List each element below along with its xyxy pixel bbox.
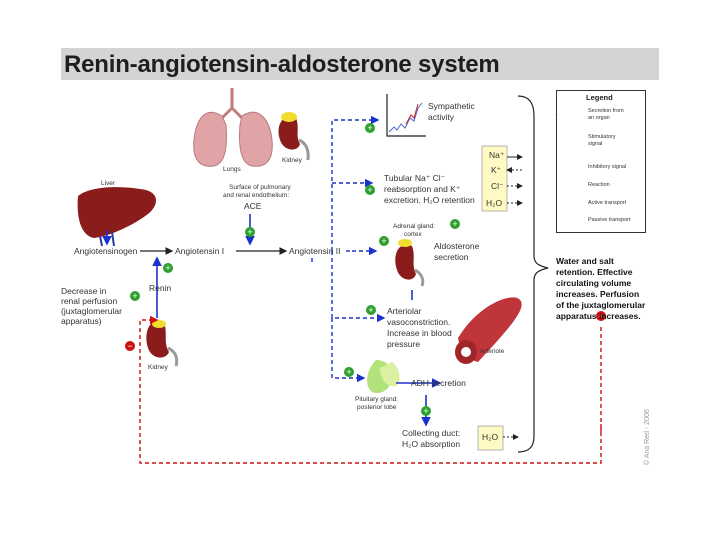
ion-box-collecting <box>477 425 519 451</box>
kidney-top-label: Kidney <box>282 157 302 164</box>
arteriole-label: Arteriole <box>480 348 505 355</box>
adrenal-label-1: Adrenal gland: <box>393 223 435 230</box>
aldosterone-label-2: secretion <box>434 252 469 262</box>
svg-text:+: + <box>132 291 137 301</box>
decrease-label-3: (juxtaglomerular <box>61 306 122 316</box>
legend-passive: Passive transport <box>588 217 631 223</box>
outcome-line-2: retention. Effective <box>556 267 633 277</box>
response-brace <box>517 95 549 453</box>
svg-text:+: + <box>346 367 351 377</box>
copyright-text: © Ana Red - 2006 <box>644 409 651 465</box>
angiotensin-1-label: Angiotensin I <box>175 246 225 256</box>
svg-text:+: + <box>367 123 372 133</box>
cl-ion-label: Cl⁻ <box>491 181 504 191</box>
outcome-line-5: of the juxtaglomerular <box>556 300 646 310</box>
svg-text:+: + <box>452 219 457 229</box>
svg-text:+: + <box>367 185 372 195</box>
arteriolar-label-3: Increase in blood <box>387 328 452 338</box>
svg-text:−: − <box>127 341 132 351</box>
legend-reaction: Reaction <box>588 182 610 188</box>
kidney-top-illustration <box>278 112 310 161</box>
tubular-label-1: Tubular Na⁺ Cl⁻ <box>384 173 446 183</box>
svg-text:+: + <box>368 305 373 315</box>
tubular-label-2: reabsorption and K⁺ <box>384 184 461 194</box>
stimulatory-plus-signs: + + + + + + + + + + <box>130 123 460 416</box>
arteriole-illustration <box>455 297 522 364</box>
svg-text:+: + <box>423 406 428 416</box>
legend-box <box>556 90 646 233</box>
adrenal-kidney-illustration <box>395 239 425 287</box>
legend-secretion-2: an organ <box>588 115 610 121</box>
arteriolar-label-1: Arteriolar <box>387 306 422 316</box>
surface-label-1: Surface of pulmonary <box>229 184 291 191</box>
svg-text:+: + <box>165 263 170 273</box>
outcome-line-3: circulating volume <box>556 278 632 288</box>
tubular-label-3: excretion. H₂O retention <box>384 195 475 205</box>
lungs-illustration <box>193 88 273 167</box>
angiotensinogen-label: Angiotensinogen <box>74 246 138 256</box>
sympathetic-graph <box>386 94 426 137</box>
collecting-label-2: H₂O absorption <box>402 439 461 449</box>
aldosterone-label-1: Aldosterone <box>434 241 480 251</box>
sympathetic-label-2: activity <box>428 112 454 122</box>
stimulatory-signals <box>311 115 386 383</box>
legend-stimulatory-2: signal <box>588 141 603 147</box>
svg-text:+: + <box>381 236 386 246</box>
svg-text:−: − <box>598 311 603 321</box>
ace-label: ACE <box>244 201 262 211</box>
liver-illustration <box>77 187 156 247</box>
collecting-label-1: Collecting duct: <box>402 428 461 438</box>
k-ion-label: K⁺ <box>491 165 502 175</box>
inhibitory-minus-signs: − − <box>125 311 606 351</box>
page-title: Renin-angiotensin-aldosterone system <box>64 51 500 78</box>
arteriolar-label-4: pressure <box>387 339 421 349</box>
legend-secretion-1: Secretion from <box>588 108 624 114</box>
negative-feedback-loop <box>139 315 602 464</box>
angiotensin-2-label: Angiotensin II <box>289 246 341 256</box>
outcome-line-6: apparatus increases. <box>556 311 641 321</box>
pituitary-illustration <box>367 360 400 394</box>
decrease-label-2: renal perfusion <box>61 296 118 306</box>
sympathetic-label-1: Sympathetic <box>428 101 475 111</box>
legend-stimulatory-1: Stimulatory <box>588 134 616 140</box>
legend-title: Legend <box>586 93 613 102</box>
lungs-label: Lungs <box>223 166 241 173</box>
surface-label-2: and renal endothelium: <box>223 192 290 199</box>
svg-text:+: + <box>247 227 252 237</box>
kidney-bottom-illustration <box>146 320 179 367</box>
pituitary-label-2: posterior lobe <box>357 404 397 411</box>
h2o-collecting-label: H₂O <box>482 432 499 442</box>
h2o-ion-label: H₂O <box>486 198 503 208</box>
adh-label: ADH secretion <box>411 378 466 388</box>
arteriolar-label-2: vasoconstriction. <box>387 317 451 327</box>
kidney-bottom-label: Kidney <box>148 364 168 371</box>
na-ion-label: Na⁺ <box>489 150 505 160</box>
decrease-label-1: Decrease in <box>61 286 107 296</box>
outcome-line-1: Water and salt <box>556 256 614 266</box>
outcome-line-4: increases. Perfusion <box>556 289 640 299</box>
title-bar <box>61 48 659 80</box>
legend-active: Active transport <box>588 200 627 206</box>
decrease-label-4: apparatus) <box>61 316 102 326</box>
ion-box-tubular <box>481 145 523 212</box>
legend-inhibitory: Inhibitory signal <box>588 164 627 170</box>
pituitary-label-1: Pituitary gland: <box>355 396 398 403</box>
adrenal-label-2: cortex <box>404 231 422 238</box>
renin-label: Renin <box>149 283 172 293</box>
liver-label: Liver <box>101 180 116 187</box>
